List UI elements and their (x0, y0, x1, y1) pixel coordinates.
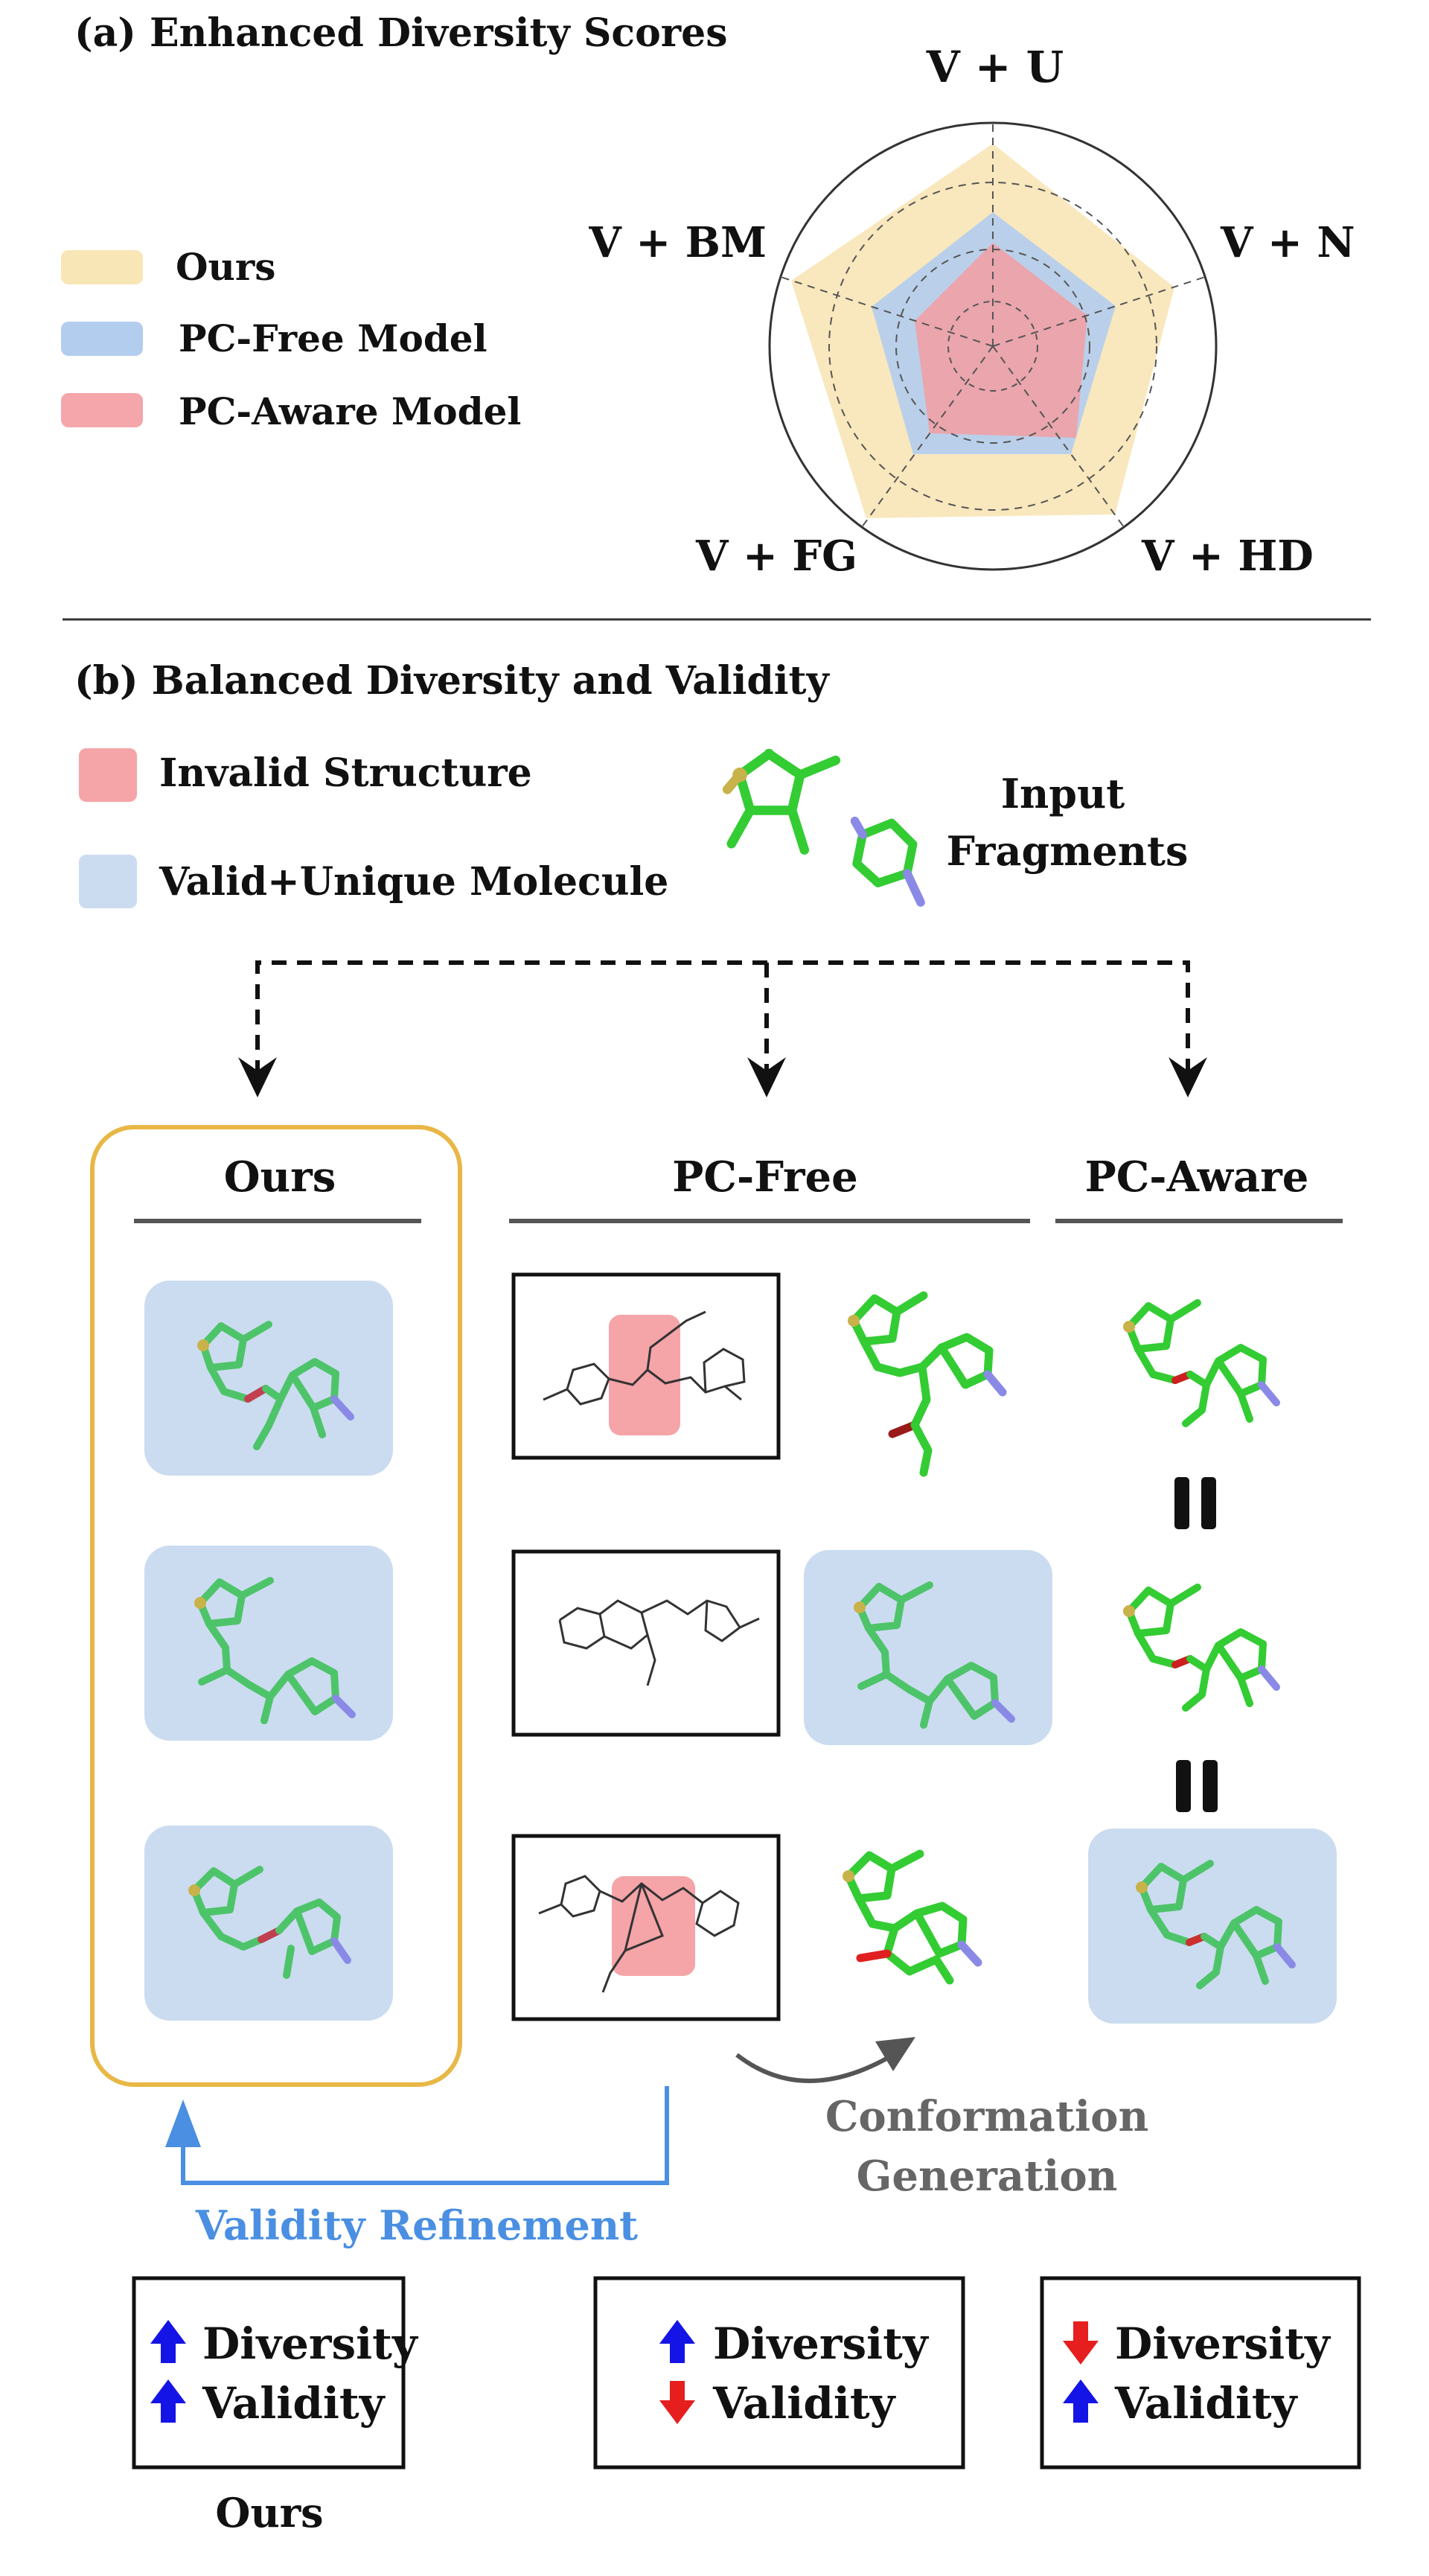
radar-outer-circle (768, 121, 1218, 571)
legend-swatch-invalid (79, 748, 137, 802)
panel-b-title: (b) Balanced Diversity and Validity (74, 658, 831, 704)
legend-label-ours: Ours (176, 245, 275, 289)
panel-a-title: (a) Enhanced Diversity Scores (74, 10, 728, 56)
distribution-arrowheads (238, 1057, 1207, 1097)
radar-axis-label-vhd: V + HD (1141, 532, 1314, 581)
panel-b-legend: Invalid Structure Valid+Unique Molecule (79, 748, 668, 908)
conformation-arrow (735, 2053, 895, 2083)
pc-free-invalid-highlight-1 (609, 1315, 680, 1435)
input-fragment-thiazole (722, 748, 841, 855)
legend-label-invalid: Invalid Structure (159, 750, 532, 796)
ours-molecule-bg-3 (144, 1826, 393, 2021)
pc-aware-molecule-3 (1136, 1860, 1296, 1989)
summary-pc-free-diversity-arrow (659, 2320, 695, 2363)
summary-pc-free-validity-arrow (659, 2381, 695, 2424)
summary-box-ours (132, 2276, 406, 2470)
column-header-ours: Ours (224, 1152, 336, 1202)
summary-pc-free-validity-label: Validity (712, 2378, 897, 2429)
summary-ours: Diversity Validity Ours (132, 2276, 419, 2537)
pc-aware-molecule-2 (1123, 1584, 1280, 1712)
ours-molecule-bg-1 (144, 1281, 393, 1476)
legend-swatch-pc-free (61, 322, 143, 356)
pc-free-molecule-1 (848, 1291, 1007, 1477)
pc-free-molecule-3 (843, 1849, 982, 1985)
pc-free-molecule-2 (854, 1581, 1015, 1729)
radar-axis-label-vn: V + N (1220, 218, 1355, 267)
pc-aware-molecule-1 (1123, 1299, 1280, 1427)
conformation-label-line1: Conformation (825, 2092, 1148, 2141)
legend-label-pc-aware: PC-Aware Model (179, 389, 521, 433)
ours-molecule-1 (197, 1321, 354, 1450)
ours-molecule-2 (194, 1577, 356, 1724)
summary-ours-diversity-arrow (150, 2320, 186, 2363)
equals-sign-1 (1174, 1477, 1216, 1529)
panel-a-legend: Ours PC-Free Model PC-Aware Model (61, 245, 521, 433)
radar-area-pc-aware (915, 243, 1087, 438)
summary-ours-diversity-label: Diversity (202, 2318, 419, 2369)
radar-axis-label-vbm: V + BM (588, 218, 767, 267)
legend-swatch-pc-aware (61, 393, 143, 427)
radar-grid-ring-0 (947, 301, 1038, 392)
pc-free-structure-box-2 (511, 1549, 781, 1737)
radar-axis-label-vfg: V + FG (695, 532, 857, 581)
radar-grid-ring-2 (828, 182, 1157, 511)
conformation-arrowhead (875, 2037, 915, 2071)
summary-box-pc-aware (1040, 2276, 1361, 2470)
pc-aware-molecule-bg-3 (1088, 1829, 1337, 2024)
radar-axis-label-vu: V + U (926, 42, 1064, 92)
summary-ours-validity-label: Validity (202, 2378, 386, 2429)
radar-spokes (780, 123, 1206, 528)
validity-refinement-path (181, 2086, 669, 2185)
input-fragments-label-line2: Fragments (947, 827, 1189, 875)
column-header-pc-aware: PC-Aware (1085, 1152, 1309, 1202)
ours-molecule-3 (188, 1866, 351, 1979)
pc-free-2d-structure-2 (558, 1599, 760, 1686)
summary-ours-validity-arrow (150, 2379, 186, 2423)
pc-free-2d-structure-1 (543, 1310, 746, 1406)
summary-pc-aware-diversity-label: Diversity (1115, 2318, 1332, 2369)
legend-swatch-valid (79, 855, 137, 908)
legend-swatch-ours (61, 250, 143, 284)
summary-pc-aware-diversity-arrow (1063, 2321, 1099, 2365)
radar-chart: V + U V + N V + HD V + FG V + BM (588, 42, 1355, 581)
legend-label-valid: Valid+Unique Molecule (159, 859, 668, 905)
distribution-arrows (255, 960, 1190, 1075)
pc-free-2d-structure-3 (538, 1875, 740, 1993)
column-header-pc-free: PC-Free (672, 1152, 857, 1202)
equals-sign-2 (1176, 1760, 1218, 1812)
summary-pc-free: Diversity Validity (593, 2276, 965, 2470)
validity-refinement-label: Validity Refinement (195, 2202, 638, 2249)
summary-box-pc-free (593, 2276, 965, 2470)
summary-pc-aware-validity-label: Validity (1114, 2378, 1299, 2429)
legend-label-pc-free: PC-Free Model (179, 316, 487, 360)
ours-frame (90, 1125, 462, 2087)
summary-pc-free-diversity-label: Diversity (713, 2318, 930, 2369)
validity-refinement-arrowhead (165, 2100, 201, 2147)
input-fragment-pyridine (850, 816, 925, 907)
summary-pc-aware-validity-arrow (1063, 2379, 1099, 2423)
conformation-label-line2: Generation (857, 2152, 1118, 2201)
summary-ours-caption: Ours (215, 2489, 323, 2537)
pc-free-invalid-highlight-3 (612, 1876, 695, 1976)
input-fragments-label-line1: Input (1001, 770, 1125, 817)
summary-pc-aware: Diversity Validity (1040, 2276, 1361, 2470)
